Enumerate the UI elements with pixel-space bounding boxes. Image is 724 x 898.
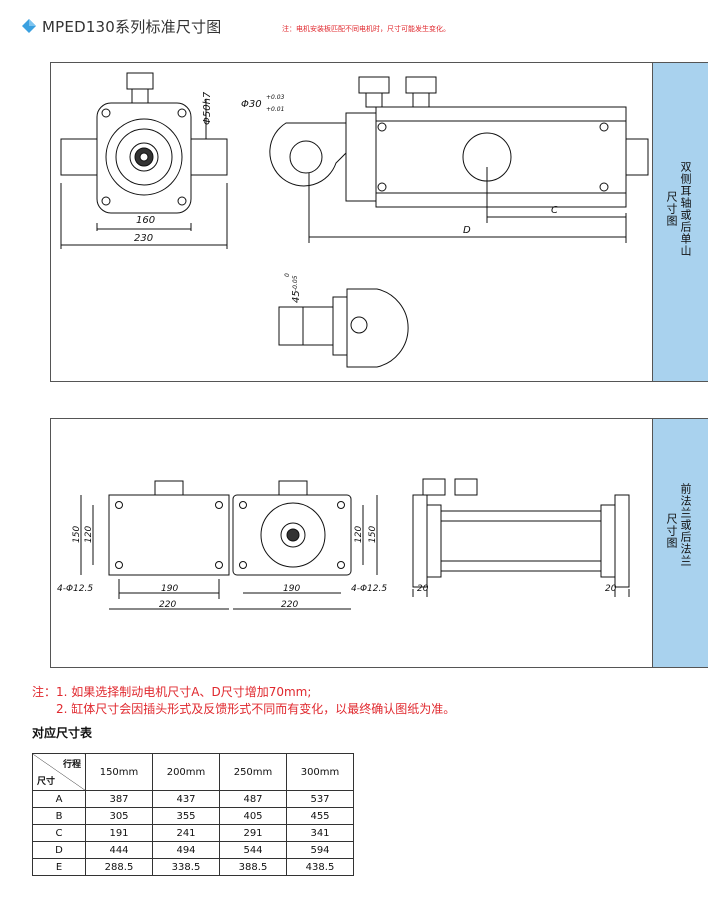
dim-c: C (551, 205, 558, 216)
table-cell: 387 (85, 790, 153, 808)
row-label: A (32, 790, 86, 808)
drawing-panel-trunnion: 160 230 Φ50h7 Φ30 +0.03 +0.01 C D 45 0 -… (50, 62, 708, 382)
tab-label-col2: 尺寸图 (665, 513, 678, 549)
side-tab-flange: 前法兰或后法兰 尺寸图 (652, 419, 708, 667)
column-header: 250mm (219, 753, 287, 791)
dim-d: D (463, 225, 471, 236)
table-row: E 288.5 338.5 388.5 438.5 (32, 858, 354, 876)
table-cell: 437 (152, 790, 220, 808)
table-cell: 438.5 (286, 858, 354, 876)
table-row: A 387 437 487 537 (32, 790, 354, 808)
column-header: 200mm (152, 753, 220, 791)
dim-w190-left: 190 (161, 584, 178, 594)
table-cell: 455 (286, 807, 354, 825)
dim-holes-left: 4-Φ12.5 (57, 584, 93, 594)
column-header: 150mm (85, 753, 153, 791)
dim-h120-right: 120 (354, 526, 364, 543)
row-label: B (32, 807, 86, 825)
dim-pin-tol-lower: +0.01 (266, 106, 284, 113)
table-row: D 444 494 544 594 (32, 841, 354, 859)
table-cell: 594 (286, 841, 354, 859)
dim-20-a: 20 (417, 584, 429, 594)
table-cell: 341 (286, 824, 354, 842)
dim-pin-tol-upper: +0.03 (266, 94, 285, 101)
table-cell: 338.5 (152, 858, 220, 876)
table-row: B 305 355 405 455 (32, 807, 354, 825)
dim-h150-right: 150 (368, 526, 378, 543)
page-header: MPED130系列标准尺寸图 (22, 16, 221, 36)
dim-shaft-dia: Φ50h7 (202, 91, 213, 125)
dim-key-45: 45 (291, 290, 302, 303)
tab-label-col1: 前法兰或后法兰 (679, 483, 692, 567)
table-cell: 241 (152, 824, 220, 842)
table-cell: 537 (286, 790, 354, 808)
tab-label-col1: 双侧耳轴或后单山 (679, 161, 692, 257)
dim-key-tol-upper: 0 (284, 273, 291, 277)
trunnion-drawing: 160 230 Φ50h7 Φ30 +0.03 +0.01 C D 45 0 -… (60, 72, 649, 368)
table-cell: 305 (85, 807, 153, 825)
table-cell: 487 (219, 790, 287, 808)
dim-holes-right: 4-Φ12.5 (351, 584, 387, 594)
note-line-2: 2. 缸体尺寸会因插头形式及反馈形式不同而有变化，以最终确认图纸为准。 (56, 702, 456, 716)
notes-block: 注：1. 如果选择制动电机尺寸A、D尺寸增加70mm; 2. 缸体尺寸会因插头形… (32, 684, 455, 718)
table-cell: 405 (219, 807, 287, 825)
row-label: E (32, 858, 86, 876)
table-cell: 191 (85, 824, 153, 842)
dim-160: 160 (136, 215, 155, 226)
flange-drawing: 150 120 190 220 4-Φ12.5 120 150 190 220 … (57, 478, 630, 610)
table-cell: 444 (85, 841, 153, 859)
dim-20-b: 20 (605, 584, 617, 594)
notes-prefix: 注： (32, 685, 57, 699)
table-cell: 288.5 (85, 858, 153, 876)
dim-h150-left: 150 (72, 526, 82, 543)
dimension-table: 行程 尺寸 150mm 200mm 250mm 300mm A 387 437 … (32, 753, 354, 876)
drawing-panel-flange: 150 120 190 220 4-Φ12.5 120 150 190 220 … (50, 418, 708, 668)
corner-bottom-label: 尺寸 (37, 777, 56, 787)
dim-w220-left: 220 (159, 600, 176, 610)
dim-230: 230 (134, 233, 153, 244)
table-cell: 291 (219, 824, 287, 842)
table-row: C 191 241 291 341 (32, 824, 354, 842)
table-cell: 355 (152, 807, 220, 825)
diamond-icon (22, 19, 36, 33)
dim-key-tol-lower: -0.05 (292, 275, 299, 291)
table-cell: 388.5 (219, 858, 287, 876)
dim-w190-right: 190 (283, 584, 300, 594)
table-cell: 544 (219, 841, 287, 859)
table-title: 对应尺寸表 (32, 726, 93, 740)
table-cell: 494 (152, 841, 220, 859)
dim-h120-left: 120 (84, 526, 94, 543)
row-label: C (32, 824, 86, 842)
page-title: MPED130系列标准尺寸图 (42, 17, 222, 36)
tab-label-col2: 尺寸图 (665, 191, 678, 227)
note-line-1: 1. 如果选择制动电机尺寸A、D尺寸增加70mm; (56, 685, 312, 699)
header-note: 注：电机安装板匹配不同电机时，尺寸可能发生变化。 (282, 25, 450, 33)
row-label: D (32, 841, 86, 859)
corner-top-label: 行程 (62, 760, 81, 770)
table-corner-cell: 行程 尺寸 (32, 753, 86, 791)
side-tab-trunnion: 双侧耳轴或后单山 尺寸图 (652, 63, 708, 381)
column-header: 300mm (286, 753, 354, 791)
dim-pin-dia: Φ30 (241, 99, 262, 110)
dim-w220-right: 220 (281, 600, 298, 610)
